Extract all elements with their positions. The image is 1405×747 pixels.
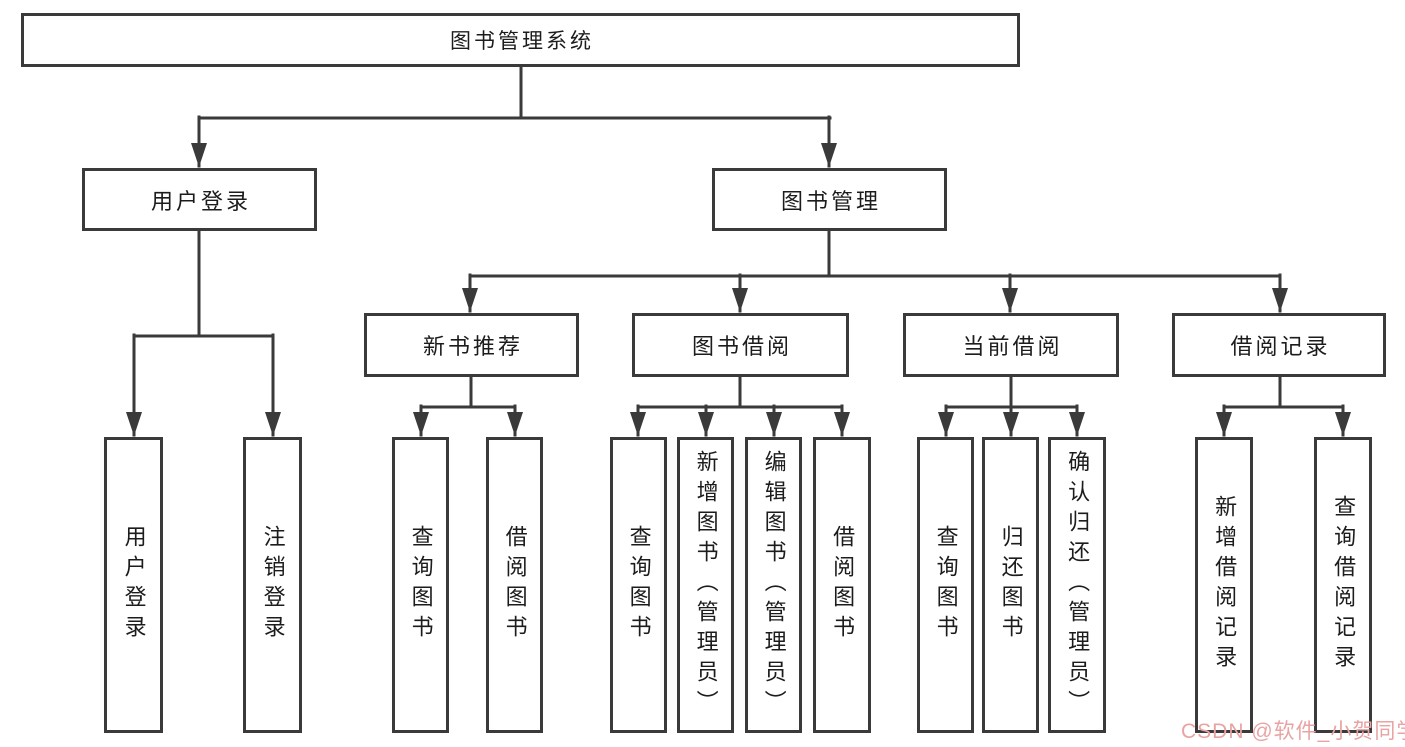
leaf-logout: 注销登录 <box>243 437 302 733</box>
leaf-return-books: 归还图书 <box>982 437 1039 733</box>
node-book-borrow: 图书借阅 <box>632 313 849 377</box>
leaf-add-borrow-record-label: 新增借阅记录 <box>1212 495 1238 675</box>
leaf-query-books-recommend: 查询图书 <box>392 437 449 733</box>
leaf-user-login: 用户登录 <box>104 437 163 733</box>
node-user-login: 用户登录 <box>82 168 317 231</box>
leaf-add-book-admin-label: 新增图书（管理员） <box>693 450 719 720</box>
node-borrow-records: 借阅记录 <box>1172 313 1386 377</box>
leaf-borrow-books-recommend-label: 借阅图书 <box>502 525 528 645</box>
leaf-query-books-borrow-label: 查询图书 <box>626 525 652 645</box>
node-new-book-recommend-label: 新书推荐 <box>422 334 523 359</box>
node-new-book-recommend: 新书推荐 <box>364 313 579 377</box>
leaf-query-books-current: 查询图书 <box>917 437 974 733</box>
node-book-management-label: 图书管理 <box>780 188 881 214</box>
node-current-borrow-label: 当前借阅 <box>962 334 1063 359</box>
leaf-query-books-current-label: 查询图书 <box>933 525 959 645</box>
leaf-query-books-borrow: 查询图书 <box>610 437 667 733</box>
node-root-label: 图书管理系统 <box>450 30 594 53</box>
node-book-borrow-label: 图书借阅 <box>691 334 792 359</box>
csdn-watermark: CSDN @软件_小贺同学 <box>1181 720 1405 743</box>
leaf-user-login-label: 用户登录 <box>121 525 147 645</box>
node-borrow-records-label: 借阅记录 <box>1230 334 1331 359</box>
leaf-borrow-books-recommend: 借阅图书 <box>486 437 543 733</box>
leaf-borrow-books: 借阅图书 <box>813 437 871 733</box>
node-book-management: 图书管理 <box>712 168 947 231</box>
leaf-return-books-label: 归还图书 <box>998 525 1024 645</box>
leaf-confirm-return-admin-label: 确认归还（管理员） <box>1065 450 1091 720</box>
node-current-borrow: 当前借阅 <box>903 313 1119 377</box>
leaf-edit-book-admin: 编辑图书（管理员） <box>745 437 802 733</box>
leaf-add-book-admin: 新增图书（管理员） <box>677 437 734 733</box>
leaf-confirm-return-admin: 确认归还（管理员） <box>1048 437 1106 733</box>
leaf-query-books-recommend-label: 查询图书 <box>408 525 434 645</box>
leaf-edit-book-admin-label: 编辑图书（管理员） <box>761 450 787 720</box>
leaf-add-borrow-record: 新增借阅记录 <box>1195 437 1253 733</box>
leaf-borrow-books-label: 借阅图书 <box>830 525 856 645</box>
leaf-query-borrow-record-label: 查询借阅记录 <box>1331 495 1357 675</box>
node-root: 图书管理系统 <box>21 13 1020 67</box>
node-user-login-label: 用户登录 <box>150 188 251 214</box>
leaf-query-borrow-record: 查询借阅记录 <box>1314 437 1372 733</box>
leaf-logout-label: 注销登录 <box>260 525 286 645</box>
